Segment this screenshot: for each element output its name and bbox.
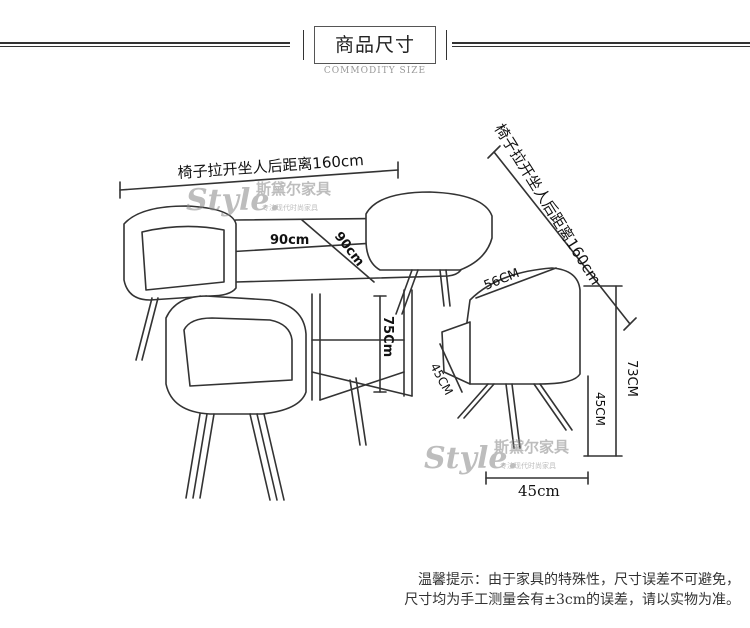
header-rule-right-bottom: [452, 46, 750, 47]
brand-name-2: 斯黛尔家具: [494, 438, 569, 456]
page-title: 商品尺寸: [314, 26, 436, 64]
header-rule-left-bottom: [0, 46, 290, 47]
brand-slogan-2: 专注现代时尚家具: [500, 461, 556, 470]
brand-name-1: 斯黛尔家具: [256, 180, 331, 198]
header-rule-right-top: [452, 42, 750, 44]
header-rule-left-top: [0, 42, 290, 44]
brand-slogan-1: 专注现代时尚家具: [262, 203, 318, 212]
seat-height-label: 45CM: [593, 392, 607, 426]
table-width-label: 90cm: [270, 233, 309, 248]
notice-line-2: 尺寸均为手工测量会有±3cm的误差，请以实物为准。: [404, 592, 740, 608]
header-bracket-right: [446, 30, 447, 60]
table-height-label: 75Cm: [380, 316, 395, 357]
brand-script-1: Style.: [186, 183, 280, 218]
chair-width-label: 45cm: [518, 482, 560, 500]
notice: 温馨提示：由于家具的特殊性，尺寸误差不可避免， 尺寸均为手工测量会有±3cm的误…: [300, 570, 740, 610]
chair-height-label: 73CM: [624, 360, 639, 397]
notice-line-1: 温馨提示：由于家具的特殊性，尺寸误差不可避免，: [418, 572, 740, 588]
brand-script-2: Style.: [424, 441, 518, 476]
page-subtitle: COMMODITY SIZE: [323, 66, 427, 76]
diag-label: 椅子拉开坐人后距离160cm: [491, 121, 605, 289]
header-bracket-left: [303, 30, 304, 60]
width-label: 椅子拉开坐人后距离160cm: [177, 151, 364, 182]
